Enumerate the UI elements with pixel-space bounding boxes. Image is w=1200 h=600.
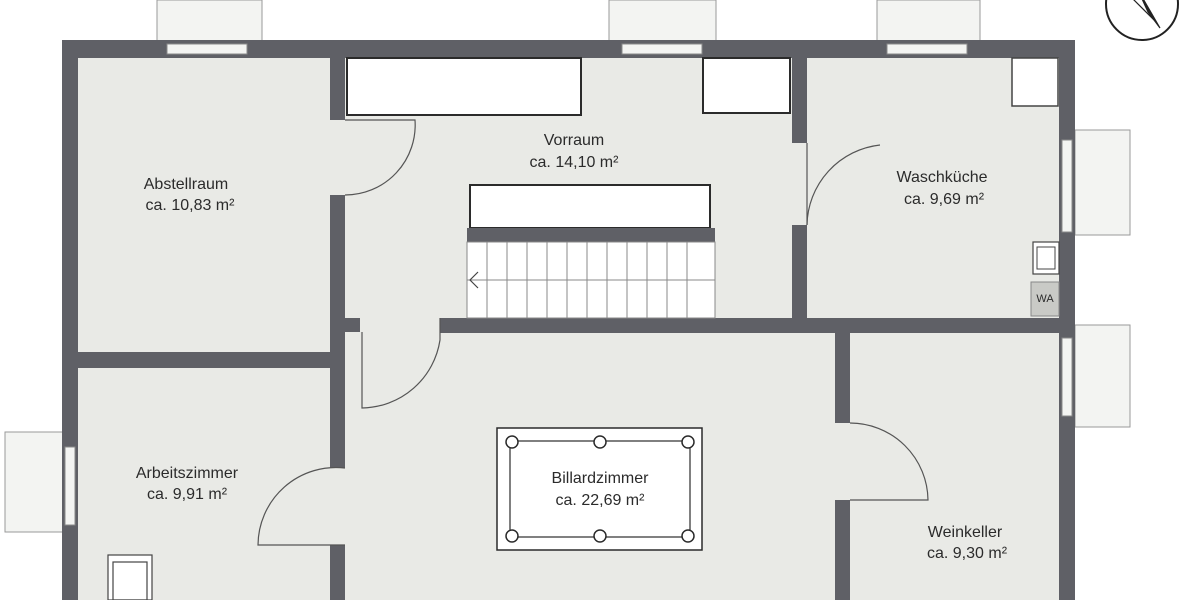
north-arrow-icon	[1105, 0, 1179, 41]
pocket-icon	[593, 435, 607, 449]
room-name-abstellraum: Abstellraum	[144, 176, 228, 193]
wall-vorraum-wasch-upper	[792, 58, 807, 143]
door-arbeitszimmer	[257, 466, 346, 546]
cabinet-long	[346, 57, 582, 116]
room-name-weinkeller: Weinkeller	[928, 524, 1003, 541]
room-name-vorraum: Vorraum	[544, 132, 604, 149]
window-right-upper	[1074, 129, 1131, 236]
stair-landing-cabinet	[469, 184, 711, 229]
room-name-arbeitszimmer: Arbeitszimmer	[136, 465, 239, 482]
door-abstellraum	[344, 119, 416, 196]
wall-abstell-vorraum-lower	[330, 195, 345, 355]
room-area-weinkeller: ca. 9,30 m²	[927, 545, 1008, 562]
stair-rail	[467, 228, 715, 242]
cabinets	[346, 57, 791, 229]
room-area-vorraum: ca. 14,10 m²	[530, 154, 620, 171]
door-waschkueche-arc	[806, 144, 881, 226]
wall-windows	[64, 43, 1073, 526]
billiard-table	[496, 427, 703, 551]
laundry-fixtures: WA	[1011, 57, 1060, 317]
pocket-icon	[505, 529, 519, 543]
washer-box	[1030, 281, 1060, 317]
window-pane-right-lower	[1061, 337, 1073, 417]
wall-vorraum-wasch-lower	[792, 225, 807, 318]
door-weinkeller	[849, 422, 929, 501]
window-pane-right-upper	[1061, 139, 1073, 233]
window-pane-top-right	[886, 43, 968, 55]
washer-label: WA	[1036, 293, 1054, 305]
pocket-icon	[681, 435, 695, 449]
pocket-icon	[593, 529, 607, 543]
room-area-waschkueche: ca. 9,69 m²	[904, 191, 985, 208]
window-top-middle	[608, 0, 717, 43]
pocket-icon	[505, 435, 519, 449]
door-vorraum-billard	[361, 318, 441, 409]
window-pane-top-left	[166, 43, 248, 55]
chair-icon	[107, 554, 153, 600]
room-name-waschkueche: Waschküche	[897, 169, 988, 186]
room-area-abstellraum: ca. 10,83 m²	[146, 197, 236, 214]
staircase	[466, 228, 716, 319]
pocket-icon	[681, 529, 695, 543]
window-pane-left	[64, 446, 76, 526]
room-name-billardzimmer: Billardzimmer	[552, 470, 650, 487]
wall-billard-wein-lower	[835, 500, 850, 600]
room-area-billardzimmer: ca. 22,69 m²	[556, 492, 646, 509]
wall-abstell-arbeits	[62, 352, 345, 368]
exterior-windows	[4, 0, 1131, 533]
window-pane-top-middle	[621, 43, 703, 55]
cabinet-small	[702, 57, 791, 114]
wall-abstell-vorraum-upper	[330, 58, 345, 120]
window-top-right	[876, 0, 981, 43]
window-right-lower	[1074, 324, 1131, 428]
stair-direction-arrow-icon	[469, 271, 479, 289]
wall-arbeits-billard-upper	[330, 368, 345, 468]
wall-arbeits-billard-lower	[330, 545, 345, 600]
laundry-cabinet	[1011, 57, 1059, 107]
room-area-arbeitszimmer: ca. 9,91 m²	[147, 486, 228, 503]
wall-top	[62, 40, 1075, 58]
room-labels: Abstellraum ca. 10,83 m² Vorraum ca. 14,…	[136, 132, 1008, 562]
wall-billard-wein-upper	[835, 333, 850, 423]
window-top-left	[156, 0, 263, 43]
wall-vorraum-billard	[440, 318, 1075, 333]
wall-stub	[345, 318, 360, 332]
window-left	[4, 431, 66, 533]
doors	[257, 119, 929, 546]
walls	[62, 40, 1075, 600]
